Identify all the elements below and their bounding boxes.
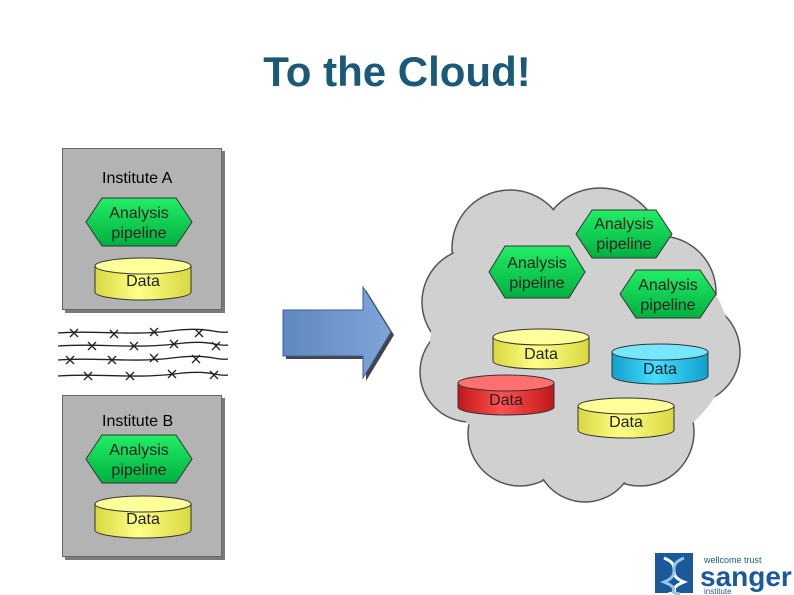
institute-b-pipeline-line1: Analysis [109,442,169,459]
institute-b-data-label: Data [126,511,160,528]
barbed-wire [57,327,229,381]
transition-arrow [282,285,394,381]
cloud-data-cylinder-yellow-2: Data [577,397,675,439]
institute-a-label: Institute A [102,170,173,187]
sanger-logo: wellcome trust sanger institute [655,553,792,595]
svg-text:pipeline: pipeline [596,236,651,253]
institute-a-pipeline-line2: pipeline [111,225,166,242]
svg-text:Analysis: Analysis [594,216,654,233]
institute-b-data-cylinder: Data [94,495,192,539]
institute-a-pipeline-hexagon: Analysis pipeline [85,197,193,247]
logo-bottom-text: institute [704,587,732,595]
cloud-data-cylinder-red: Data [457,374,555,416]
institute-b-pipeline-line2: pipeline [111,462,166,479]
cloud-data-label-2: Data [643,361,677,378]
svg-text:Analysis: Analysis [638,277,698,294]
institute-a-pipeline-line1: Analysis [109,205,169,222]
cloud-data-label-3: Data [489,392,523,409]
institute-a-data-label: Data [126,273,160,290]
cloud-data-cylinder-yellow-1: Data [492,328,590,370]
cloud-pipeline-hexagon-2: Analysis pipeline [488,245,586,299]
institute-b-label: Institute B [102,413,174,430]
slide-title: To the Cloud! [263,48,531,95]
institute-a-data-cylinder: Data [94,257,192,301]
svg-text:pipeline: pipeline [640,297,695,314]
cloud-pipeline-hexagon-1: Analysis pipeline [575,209,673,259]
cloud-data-cylinder-cyan: Data [611,343,709,385]
cloud-pipeline-hexagon-3: Analysis pipeline [619,269,717,319]
cloud-data-label-4: Data [609,414,643,431]
logo-top-text: wellcome trust [703,555,762,565]
logo-name: sanger [700,561,792,592]
institute-b-pipeline-hexagon: Analysis pipeline [85,434,193,484]
svg-text:Analysis: Analysis [507,255,567,272]
svg-text:pipeline: pipeline [509,275,564,292]
cloud-data-label-1: Data [524,346,558,363]
